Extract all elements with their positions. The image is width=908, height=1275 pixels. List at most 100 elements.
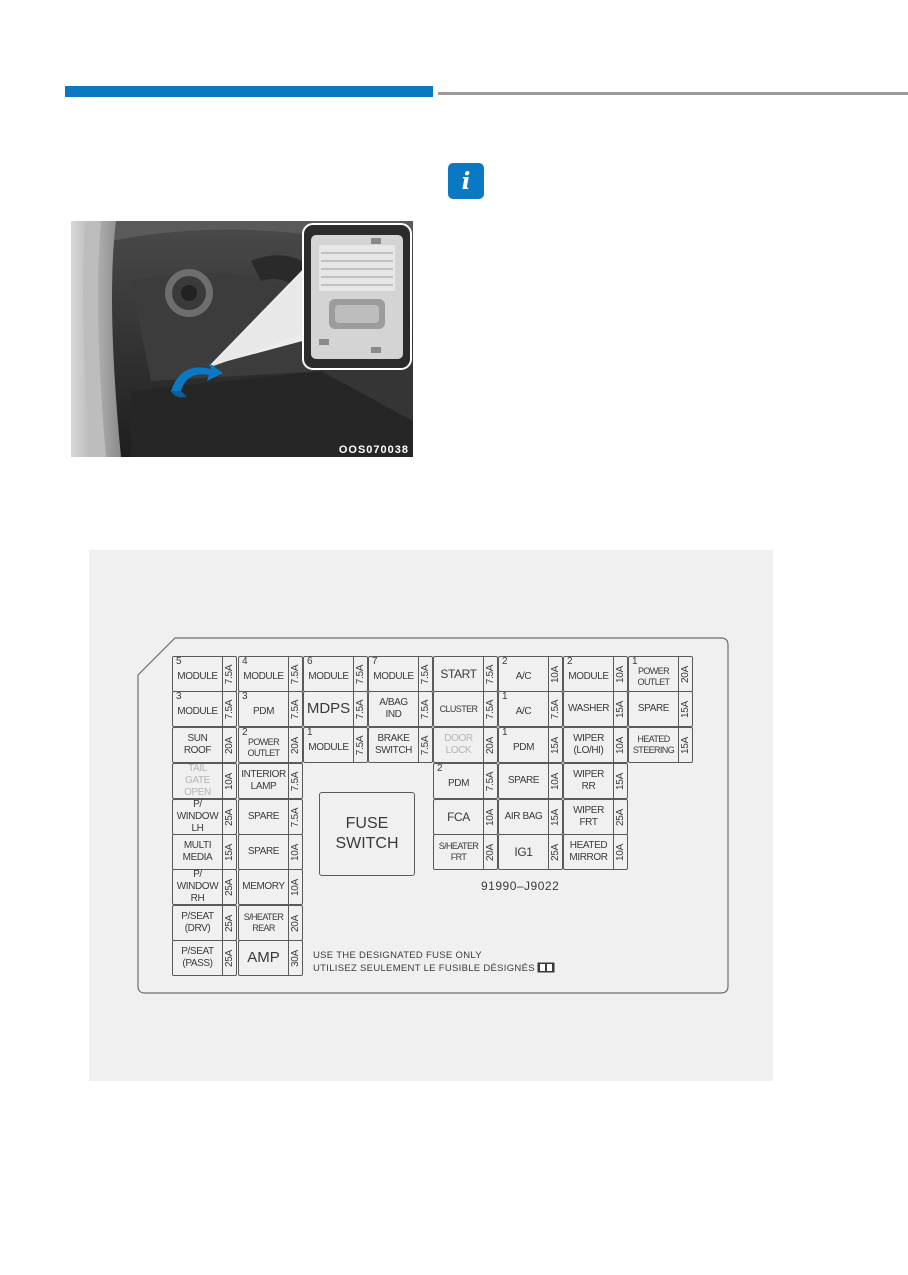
fuse-rating: 7.5A	[224, 699, 235, 719]
fuse-name: MODULE	[308, 671, 349, 682]
fuse-name: P/ WINDOW RH	[176, 869, 219, 904]
fuse-rating-cell: 7.5A	[222, 692, 236, 726]
fuse-name: WIPER RR	[573, 769, 604, 792]
fuse-rating: 7.5A	[550, 699, 561, 719]
fuse-name: PDM	[512, 742, 535, 753]
header-rule-grey	[438, 92, 908, 95]
fuse-rating-cell: 10A	[548, 764, 562, 798]
fuse-rating-cell: 25A	[222, 941, 236, 975]
fuse-rating-cell: 10A	[222, 764, 236, 798]
fuse-slot[interactable]: P/SEAT (PASS)25A	[172, 940, 237, 976]
fuse-rating-cell: 7.5A	[483, 657, 497, 691]
fuse-slot[interactable]: START 7.5A	[433, 656, 498, 692]
fuse-rating-cell: 25A	[222, 906, 236, 940]
fuse-slot[interactable]: S/HEATER FRT 20A	[433, 834, 498, 870]
fuse-rating-cell: 7.5A	[483, 692, 497, 726]
manual-book-icon	[537, 962, 555, 973]
fuse-name: P/ WINDOW LH	[176, 799, 219, 834]
fuse-name: START	[440, 667, 477, 681]
fuse-number: 2	[567, 656, 573, 667]
fuse-slot[interactable]: P/SEAT (DRV)25A	[172, 905, 237, 941]
fuse-rating-cell: 20A	[288, 728, 302, 762]
fuse-rating: 10A	[485, 808, 496, 826]
fuse-rating-cell: 7.5A	[222, 657, 236, 691]
fuse-slot[interactable]: WIPER RR 15A	[563, 763, 628, 799]
fuse-rating-cell: 15A	[678, 692, 692, 726]
fuse-rating: 15A	[615, 700, 626, 718]
fuse-rating: 20A	[485, 736, 496, 754]
fuse-rating: 20A	[290, 914, 301, 932]
fuse-name: FCA	[447, 810, 470, 824]
fuse-rating: 7.5A	[420, 699, 431, 719]
fuse-slot[interactable]: FCA 10A	[433, 799, 498, 835]
fuse-rating-cell: 15A	[613, 764, 627, 798]
fuse-name: SPARE	[247, 846, 280, 857]
fuse-rating-cell: 15A	[548, 800, 562, 834]
fuse-name: HEATED STEERING	[632, 734, 675, 755]
fuse-rating-cell: 20A	[483, 835, 497, 869]
fuse-name: MODULE	[243, 671, 284, 682]
fuse-name: S/HEATER FRT	[438, 841, 479, 862]
fuse-rating-cell: 7.5A	[353, 728, 367, 762]
fuse-rating-cell: 10A	[613, 835, 627, 869]
fuse-number: 2	[502, 656, 508, 667]
fuse-rating-cell: 10A	[613, 657, 627, 691]
fuse-rating: 10A	[615, 736, 626, 754]
fuse-switch[interactable]: FUSE SWITCH	[319, 792, 415, 876]
fuse-name: MODULE	[177, 671, 218, 682]
info-icon: i	[448, 163, 484, 199]
fuse-slot[interactable]: WIPER (LO/HI)10A	[563, 727, 628, 763]
fuse-rating: 7.5A	[355, 735, 366, 755]
fuse-rating-cell: 7.5A	[353, 692, 367, 726]
fuse-rating-cell: 7.5A	[418, 692, 432, 726]
fuse-rating: 10A	[550, 772, 561, 790]
fuse-rating: 25A	[224, 949, 235, 967]
fuse-slot[interactable]: SPARE 10A	[238, 834, 303, 870]
fuse-rating-cell: 25A	[548, 835, 562, 869]
fuse-number: 2	[437, 763, 443, 774]
fuse-rating: 7.5A	[420, 735, 431, 755]
fuse-name: MODULE	[568, 671, 609, 682]
fuse-name: AMP	[247, 949, 280, 966]
fuse-rating: 7.5A	[355, 664, 366, 684]
fuse-rating-cell: 10A	[288, 835, 302, 869]
fuse-rating-cell: 15A	[222, 835, 236, 869]
